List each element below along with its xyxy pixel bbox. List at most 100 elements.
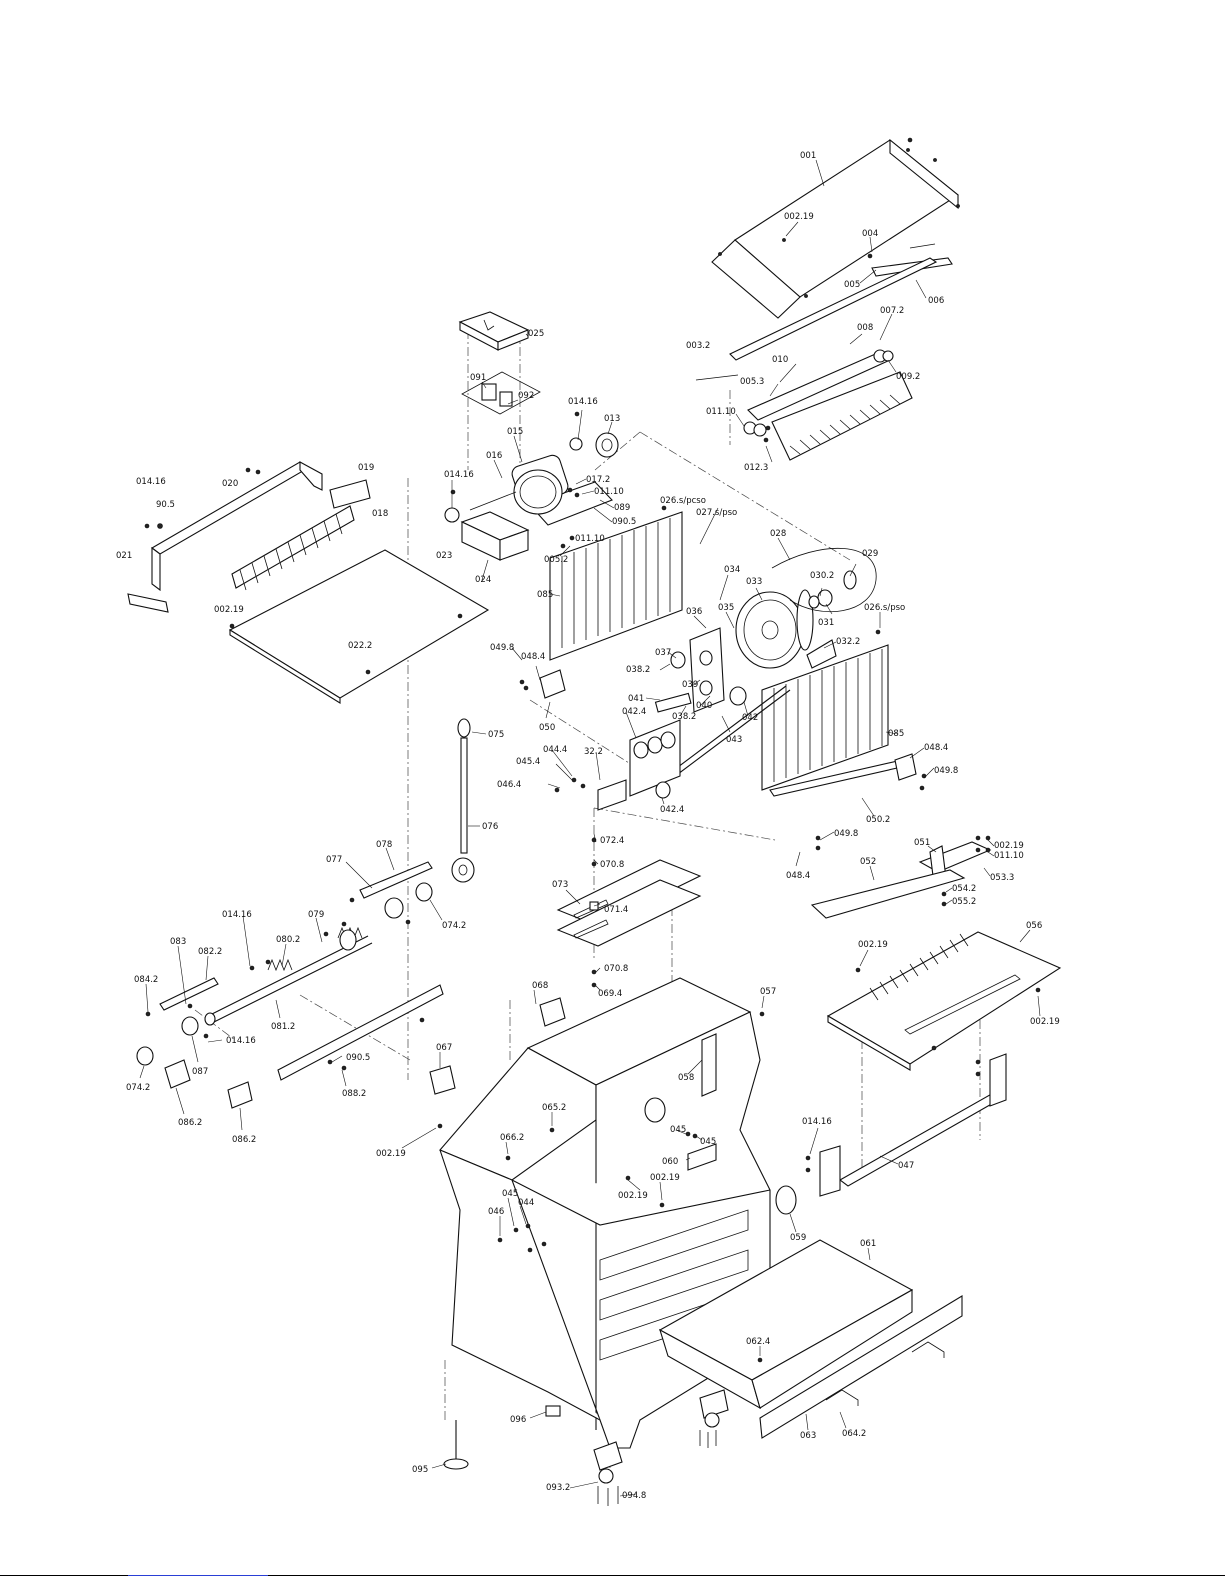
label-011-10: 011.10 <box>594 487 624 497</box>
label-060: 060 <box>662 1157 678 1167</box>
knife-bar-010 <box>695 349 913 461</box>
label-035: 035 <box>718 603 734 613</box>
label-072-4: 072.4 <box>600 836 624 846</box>
label-068: 068 <box>532 981 548 991</box>
label-023: 023 <box>436 551 452 561</box>
label-045-4: 045.4 <box>516 757 540 767</box>
label-079: 079 <box>308 910 324 920</box>
label-018: 018 <box>372 509 388 519</box>
label-042: 042 <box>742 713 758 723</box>
label-024: 024 <box>475 575 491 585</box>
label-086-2: 086.2 <box>232 1135 256 1145</box>
plates-073 <box>556 859 702 947</box>
label-086-2: 086.2 <box>178 1118 202 1128</box>
top-cover <box>711 138 960 319</box>
part-labels: 001 002.19 004 005 006 008 007.2 003.2 0… <box>116 151 1060 1501</box>
label-012-3: 012.3 <box>744 463 768 473</box>
label-004: 004 <box>862 229 878 239</box>
label-046-4: 046.4 <box>497 780 521 790</box>
label-051: 051 <box>914 838 930 848</box>
label-002-19: 002.19 <box>214 605 244 615</box>
label-088-2: 088.2 <box>342 1089 366 1099</box>
motor <box>444 432 619 526</box>
label-049-8: 049.8 <box>834 829 858 839</box>
label-048-4: 048.4 <box>786 871 810 881</box>
label-038-2: 038.2 <box>626 665 650 675</box>
drawer-061 <box>658 1239 963 1439</box>
label-032-2: 032.2 <box>836 637 860 647</box>
tray-056 <box>826 931 1062 1071</box>
label-052: 052 <box>860 857 876 867</box>
label-073: 073 <box>552 880 568 890</box>
center-lines <box>194 330 981 1470</box>
label-049-8: 049.8 <box>490 643 514 653</box>
label-011-10: 011.10 <box>575 534 605 544</box>
label-047: 047 <box>898 1161 914 1171</box>
label-095: 095 <box>412 1465 428 1475</box>
label-021: 021 <box>116 551 132 561</box>
label-061: 061 <box>860 1239 876 1249</box>
label-014-16: 014.16 <box>568 397 598 407</box>
label-048-4: 048.4 <box>521 652 545 662</box>
label-029: 029 <box>862 549 878 559</box>
label-093-2: 093.2 <box>546 1483 570 1493</box>
label-026-s-pso: 026.s/pso <box>864 603 905 613</box>
shaft-043 <box>597 627 837 811</box>
frame-085-right <box>761 644 917 797</box>
label-020: 020 <box>222 479 238 489</box>
linkage-assembly <box>136 861 444 1109</box>
frame-047 <box>819 1053 1007 1197</box>
label-014-16: 014.16 <box>802 1117 832 1127</box>
label-055-2: 055.2 <box>952 897 976 907</box>
label-089: 089 <box>614 503 630 513</box>
label-044-4: 044.4 <box>543 745 567 755</box>
leader-lines <box>139 159 1041 1497</box>
footer-link-underline[interactable] <box>128 1575 268 1576</box>
label-049-8: 049.8 <box>934 766 958 776</box>
label-011-10: 011.10 <box>994 851 1024 861</box>
label-022-2: 022.2 <box>348 641 372 651</box>
label-002-19: 002.19 <box>376 1149 406 1159</box>
label-002-19: 002.19 <box>1030 1017 1060 1027</box>
label-002-19: 002.19 <box>858 940 888 950</box>
electric-box <box>458 311 541 561</box>
arm-006 <box>729 243 953 361</box>
label-083: 083 <box>170 937 186 947</box>
label-054-2: 054.2 <box>952 884 976 894</box>
label-045: 045 <box>502 1189 518 1199</box>
label-042-4: 042.4 <box>622 707 646 717</box>
label-067: 067 <box>436 1043 452 1053</box>
label-094-8: 094.8 <box>622 1491 646 1501</box>
label-056: 056 <box>1026 921 1042 931</box>
label-002-19: 002.19 <box>618 1191 648 1201</box>
label-085: 085 <box>888 729 904 739</box>
footer-rule <box>0 1575 1225 1576</box>
label-078: 078 <box>376 840 392 850</box>
label-058: 058 <box>678 1073 694 1083</box>
label-050: 050 <box>539 723 555 733</box>
label-040: 040 <box>696 701 712 711</box>
screws <box>144 137 1041 1363</box>
label-039: 039 <box>682 680 698 690</box>
label-090-5: 090.5 <box>612 517 636 527</box>
label-037: 037 <box>655 648 671 658</box>
label-085: 085 <box>537 590 553 600</box>
label-036: 036 <box>686 607 702 617</box>
label-015: 015 <box>507 427 523 437</box>
label-096: 096 <box>510 1415 526 1425</box>
label-084-2: 084.2 <box>134 975 158 985</box>
label-031: 031 <box>818 618 834 628</box>
label-017-2: 017.2 <box>586 475 610 485</box>
label-091: 091 <box>470 373 486 383</box>
label-90-5: 90.5 <box>156 500 175 510</box>
lever-076 <box>451 718 475 883</box>
label-006: 006 <box>928 296 944 306</box>
label-050-2: 050.2 <box>866 815 890 825</box>
label-014-16: 014.16 <box>226 1036 256 1046</box>
label-002-19: 002.19 <box>784 212 814 222</box>
label-011-10: 011.10 <box>706 407 736 417</box>
pulley-033 <box>735 547 877 669</box>
label-043: 043 <box>726 735 742 745</box>
label-066-2: 066.2 <box>500 1133 524 1143</box>
